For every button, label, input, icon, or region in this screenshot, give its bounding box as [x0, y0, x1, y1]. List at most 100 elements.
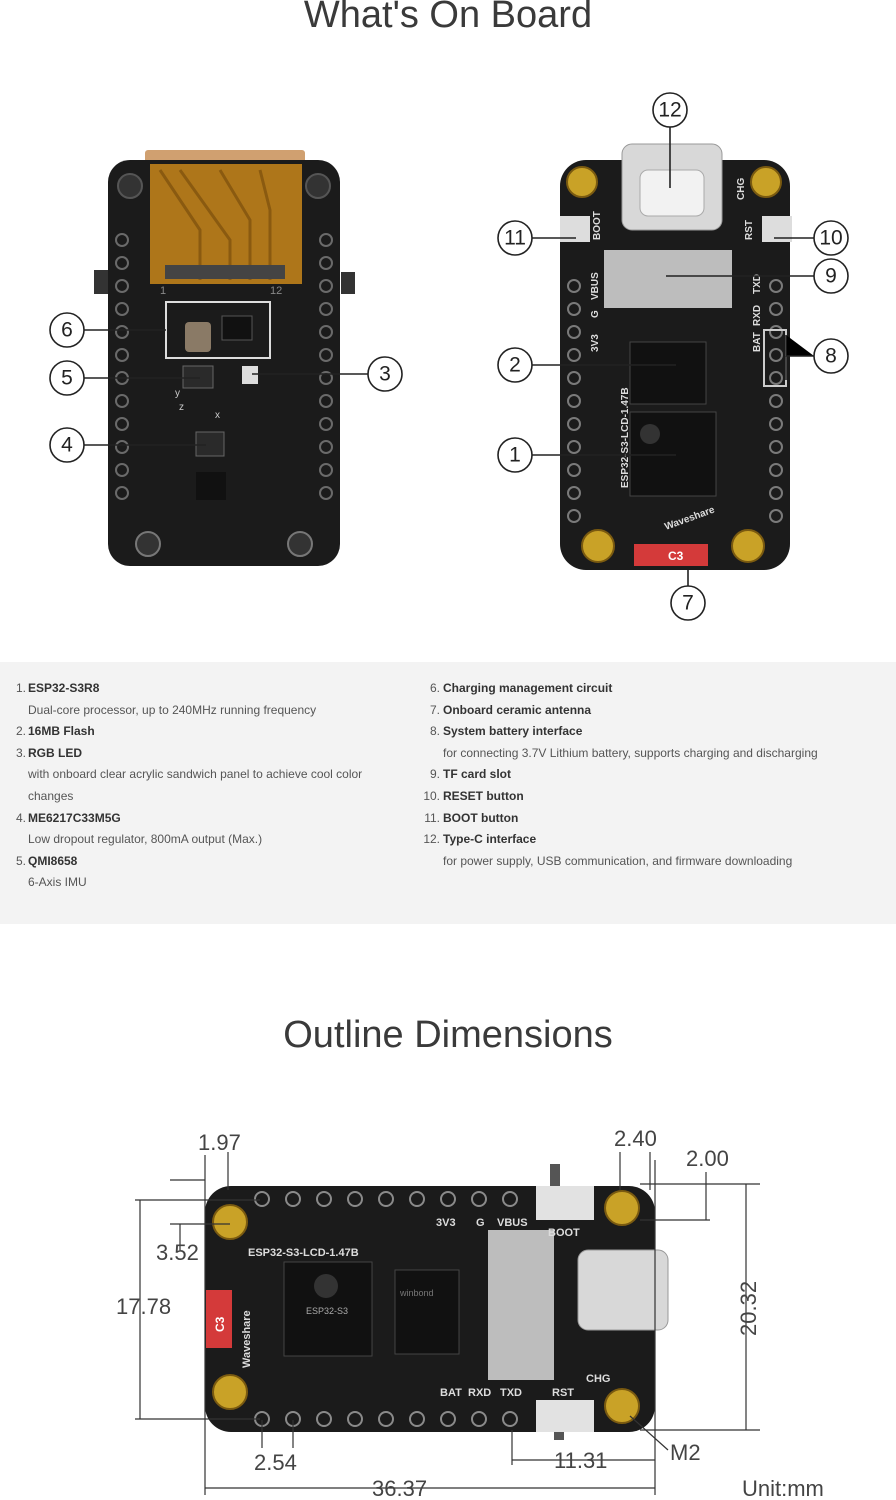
feature-name: Onboard ceramic antenna [443, 702, 592, 717]
vbus-label: VBUS [590, 272, 601, 300]
svg-text:10: 10 [819, 227, 842, 250]
svg-text:1: 1 [509, 444, 521, 467]
chg-label: CHG [736, 178, 747, 200]
feature-number: 9. [429, 767, 440, 782]
callout-1: 1 [497, 437, 533, 473]
chip-label: ESP32-S3 [306, 1306, 348, 1316]
svg-text:12: 12 [658, 99, 681, 122]
leader-lines [84, 126, 814, 588]
board-back-view: 1 12 x y z [94, 150, 355, 566]
feature-number: 5. [15, 853, 26, 868]
board-front-view: BOOT RST CHG VBUS G 3V3 TXD RXD BAT ESP3… [560, 143, 792, 570]
board-illustration: 1 12 x y z BOOT [49, 92, 849, 621]
title-whats-on-board: What's On Board [303, 0, 593, 36]
feature-number: 1. [15, 681, 26, 695]
axis-x-label: x [215, 410, 220, 421]
flash-brand-label: winbond [399, 1288, 434, 1298]
feature-description: Dual-core processor, up to 240MHz runnin… [28, 702, 317, 717]
dim-2-00: 2.00 [686, 1146, 729, 1171]
feature-number: 8. [429, 724, 440, 739]
feature-item: 6.Charging management circuit [412, 678, 896, 700]
svg-text:9: 9 [825, 265, 837, 288]
title-outline-dimensions: Outline Dimensions [283, 1014, 613, 1056]
rst-label: RST [744, 220, 755, 240]
dim-11-31: 11.31 [554, 1448, 607, 1473]
feature-number: 4. [15, 810, 26, 825]
dim-txd-label: TXD [500, 1387, 522, 1399]
dim-c3-label: C3 [213, 1316, 227, 1332]
feature-number: 6. [429, 681, 440, 695]
dim-boot-label: BOOT [548, 1227, 580, 1239]
callout-8: 8 [813, 338, 849, 374]
dim-17-78: 17.78 [116, 1294, 171, 1319]
board-dimension-view: ESP32-S3 winbond ESP32-S3-LCD-1.47B Wave… [205, 1164, 669, 1440]
callout-11: 11 [497, 220, 533, 256]
feature-item: 9.TF card slot [412, 764, 896, 786]
feature-name: System battery interface [443, 724, 583, 739]
svg-text:5: 5 [61, 367, 73, 390]
callout-2: 2 [497, 347, 533, 383]
dim-20-32: 20.32 [736, 1281, 761, 1336]
svg-text:3: 3 [379, 363, 391, 386]
feature-number: 7. [429, 702, 440, 717]
dim-1-97: 1.97 [198, 1130, 241, 1155]
axis-y-label: y [175, 388, 180, 399]
feature-number: 3. [15, 745, 26, 760]
dim-chg-label: CHG [586, 1373, 610, 1385]
feature-name: TF card slot [443, 767, 512, 782]
svg-text:11: 11 [504, 227, 526, 250]
pin-12-label: 12 [270, 285, 282, 297]
callout-7: 7 [670, 585, 706, 621]
g-label: G [590, 310, 601, 318]
feature-item: 8.System battery interface for connecting… [412, 721, 896, 764]
dim-rxd-label: RXD [468, 1387, 491, 1399]
svg-text:6: 6 [61, 319, 73, 342]
feature-description: Low dropout regulator, 800mA output (Max… [28, 832, 263, 847]
callout-4: 4 [49, 427, 85, 463]
feature-name: ME6217C33M5G [28, 810, 121, 825]
callout-5: 5 [49, 360, 85, 396]
dimension-drawing: ESP32-S3 winbond ESP32-S3-LCD-1.47B Wave… [116, 1126, 824, 1500]
unit-label: Unit:mm [742, 1476, 824, 1500]
svg-text:4: 4 [61, 434, 73, 457]
feature-number: 12. [423, 832, 440, 847]
feature-item: 4.ME6217C33M5G Low dropout regulator, 800… [0, 808, 400, 851]
svg-text:2: 2 [509, 354, 521, 377]
dim-board-name-label: ESP32-S3-LCD-1.47B [248, 1247, 359, 1259]
pin-1-label: 1 [160, 285, 166, 297]
dim-g-label: G [476, 1217, 485, 1229]
feature-description: 6-Axis IMU [28, 875, 87, 890]
feature-description: changes [28, 788, 74, 803]
svg-text:8: 8 [825, 345, 837, 368]
callout-9: 9 [813, 258, 849, 294]
dim-2-40: 2.40 [614, 1126, 657, 1151]
c3-label: C3 [668, 549, 684, 563]
boot-label: BOOT [592, 211, 603, 240]
axis-z-label: z [179, 402, 184, 413]
dim-vbus-label: VBUS [497, 1217, 528, 1229]
feature-description: for connecting 3.7V Lithium battery, sup… [443, 745, 818, 760]
feature-name: Type-C interface [443, 832, 537, 847]
3v3-label: 3V3 [590, 334, 601, 352]
dim-36-37: 36.37 [372, 1476, 427, 1500]
txd-label: TXD [752, 274, 763, 294]
feature-name: Charging management circuit [443, 681, 613, 695]
dim-m2: M2 [670, 1440, 701, 1465]
dim-rst-label: RST [552, 1387, 574, 1399]
feature-item: 11.BOOT button [412, 808, 896, 830]
rxd-label: RXD [752, 305, 763, 326]
feature-name: 16MB Flash [28, 724, 95, 739]
svg-text:7: 7 [682, 592, 694, 615]
feature-number: 10. [423, 788, 440, 803]
feature-name: RGB LED [28, 745, 82, 760]
callout-3: 3 [367, 356, 403, 392]
board-name-label: ESP32-S3-LCD-1.47B [620, 387, 631, 488]
feature-name: RESET button [443, 788, 524, 803]
